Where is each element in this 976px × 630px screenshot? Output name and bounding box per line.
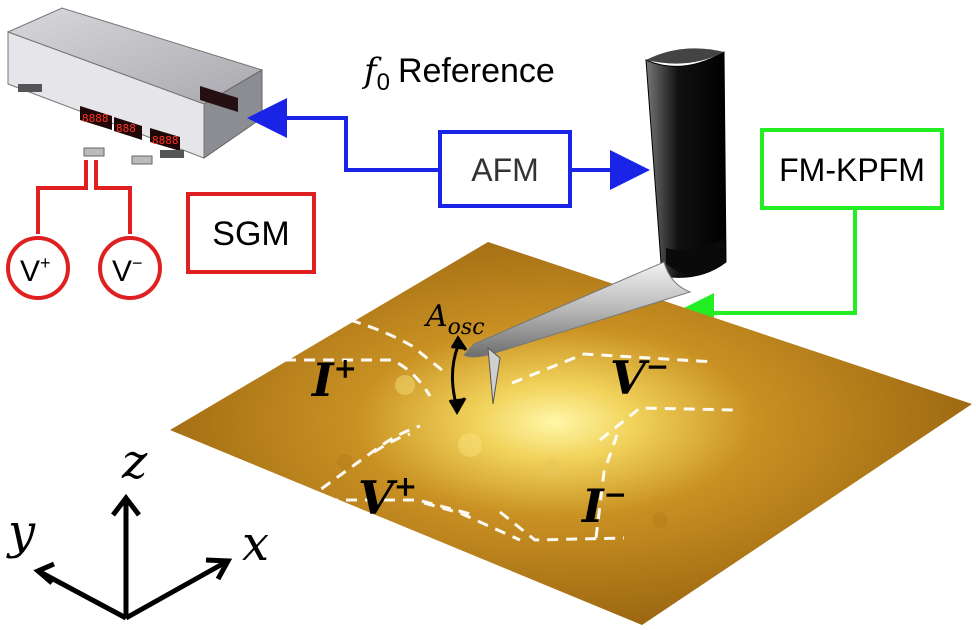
afm-cantilever <box>463 261 692 405</box>
svg-text:8888: 8888 <box>152 134 179 147</box>
lock-in-instrument: 8888 888 8888 <box>6 7 264 165</box>
v-minus-source-label: V− <box>112 253 143 288</box>
fm-kpfm-box <box>760 128 944 210</box>
afm-box <box>438 130 572 208</box>
region-v-minus: V− <box>610 350 669 405</box>
sgm-label: SGM <box>212 215 289 253</box>
sample-electrode-boundaries <box>285 318 736 542</box>
oscillation-arrow-icon <box>448 335 468 415</box>
svg-text:888: 888 <box>116 122 136 135</box>
axis-y-label: y <box>6 504 36 560</box>
axis-x-label: x <box>242 516 269 572</box>
region-v-plus: V+ <box>358 470 417 525</box>
sgm-box <box>186 192 316 274</box>
axis-z-label: z <box>121 434 148 490</box>
coordinate-axes-icon <box>33 493 233 621</box>
sgm-voltage-sources <box>6 160 162 300</box>
v-plus-source-label: V+ <box>20 253 51 288</box>
afm-tip-holder <box>645 48 727 278</box>
region-i-plus: I+ <box>310 352 357 407</box>
region-i-minus: I− <box>580 478 627 533</box>
sample-surface <box>170 242 972 625</box>
svg-text:8888: 8888 <box>82 112 109 125</box>
a-osc-label: Aosc <box>423 299 485 340</box>
fm-kpfm-feedback-path <box>674 208 857 333</box>
afm-label: AFM <box>471 152 539 188</box>
fm-kpfm-label: FM-KPFM <box>779 152 925 188</box>
